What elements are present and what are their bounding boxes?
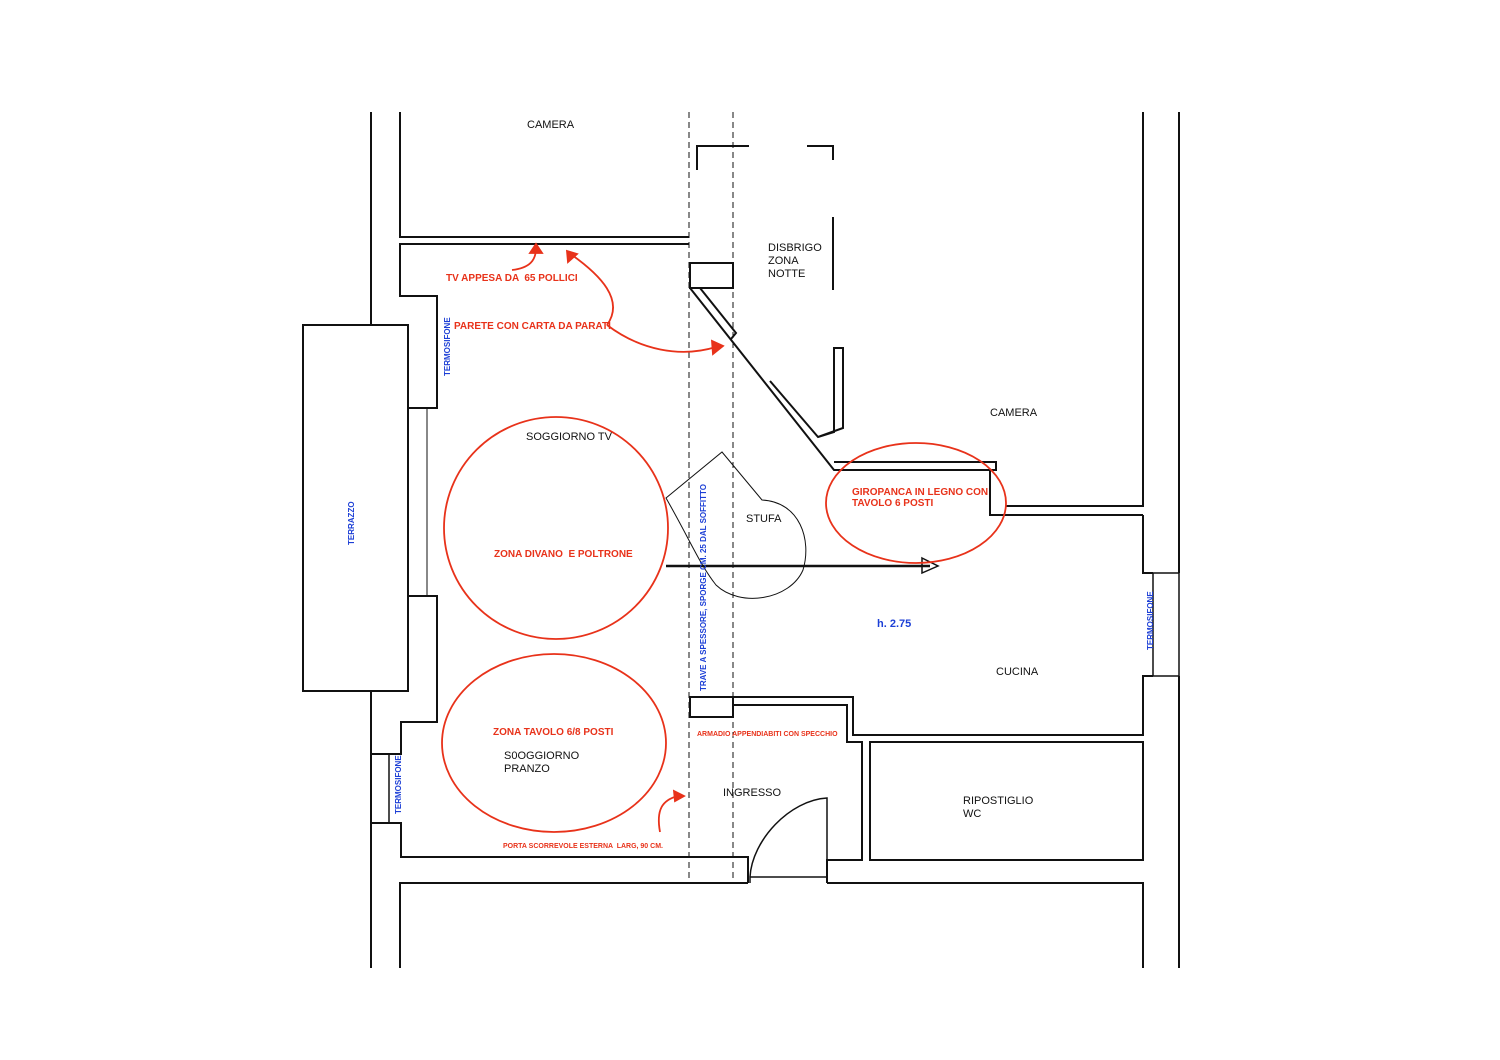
stufa-outline — [665, 451, 807, 599]
note-porta: PORTA SCORREVOLE ESTERNA LARG, 90 CM. — [503, 843, 663, 850]
label-terrazzo: TERRAZZO — [347, 501, 356, 545]
room-soggiorno-pranzo: S0OGGIORNO PRANZO — [504, 750, 580, 775]
termosifone-box — [370, 753, 390, 824]
terrazzo-outline — [302, 324, 409, 692]
annotation-shapes — [441, 242, 1007, 833]
label-termosifone-1: TERMOSIFONE — [443, 317, 452, 376]
note-armadio: ARMADIO APPENDIABITI CON SPECCHIO — [697, 731, 838, 738]
label-stufa: STUFA — [746, 513, 782, 525]
room-camera-right: CAMERA — [990, 407, 1038, 419]
note-zona-tavolo: ZONA TAVOLO 6/8 POSTI — [493, 727, 614, 738]
note-parete: PARETE CON CARTA DA PARATI — [454, 321, 611, 332]
note-tv: TV APPESA DA 65 POLLICI — [446, 273, 578, 284]
room-camera-top: CAMERA — [527, 119, 575, 131]
door-swing — [749, 797, 828, 883]
label-trave: TRAVE A SPESSORE, SPORGE CM. 25 DAL SOFF… — [699, 484, 708, 691]
note-giropanca: GIROPANCA IN LEGNO CON TAVOLO 6 POSTI — [852, 487, 989, 509]
note-zona-divano: ZONA DIVANO E POLTRONE — [494, 549, 633, 560]
walls — [302, 112, 1180, 968]
room-ripostiglio: RIPOSTIGLIO WC — [963, 795, 1034, 820]
label-termosifone-3: TERMOSIFONE — [1146, 591, 1155, 650]
label-termosifone-2: TERMOSIFONE — [394, 755, 403, 814]
label-height: h. 2.75 — [877, 618, 912, 630]
room-ingresso: INGRESSO — [723, 787, 782, 799]
beam-dashed-lines — [688, 112, 734, 883]
room-disbrigo: DISBRIGO ZONA NOTTE — [768, 242, 822, 280]
room-cucina: CUCINA — [996, 666, 1039, 678]
room-soggiorno-tv: SOGGIORNO TV — [526, 431, 612, 443]
